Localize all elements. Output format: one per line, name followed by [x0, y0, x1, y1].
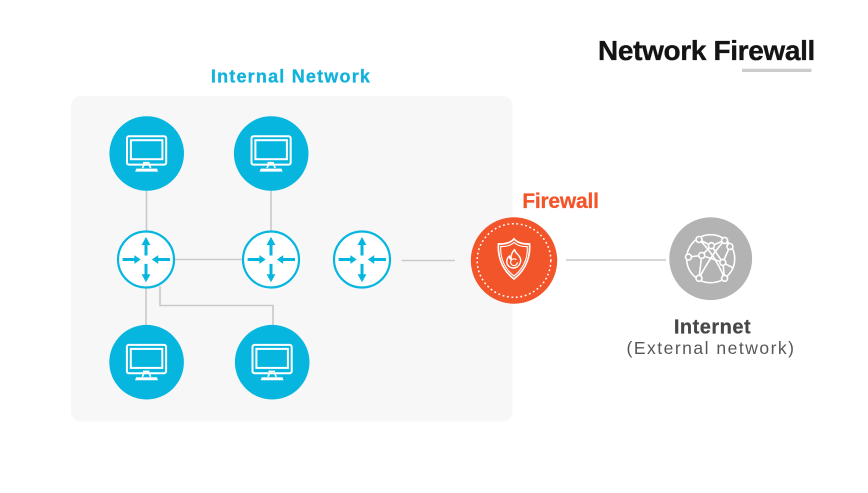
svg-text:Network Firewall: Network Firewall: [598, 35, 815, 66]
svg-text:Internet: Internet: [674, 317, 751, 339]
svg-text:Firewall: Firewall: [522, 190, 599, 213]
svg-text:Internal Network: Internal Network: [211, 67, 371, 87]
svg-text:(External network): (External network): [627, 338, 796, 358]
